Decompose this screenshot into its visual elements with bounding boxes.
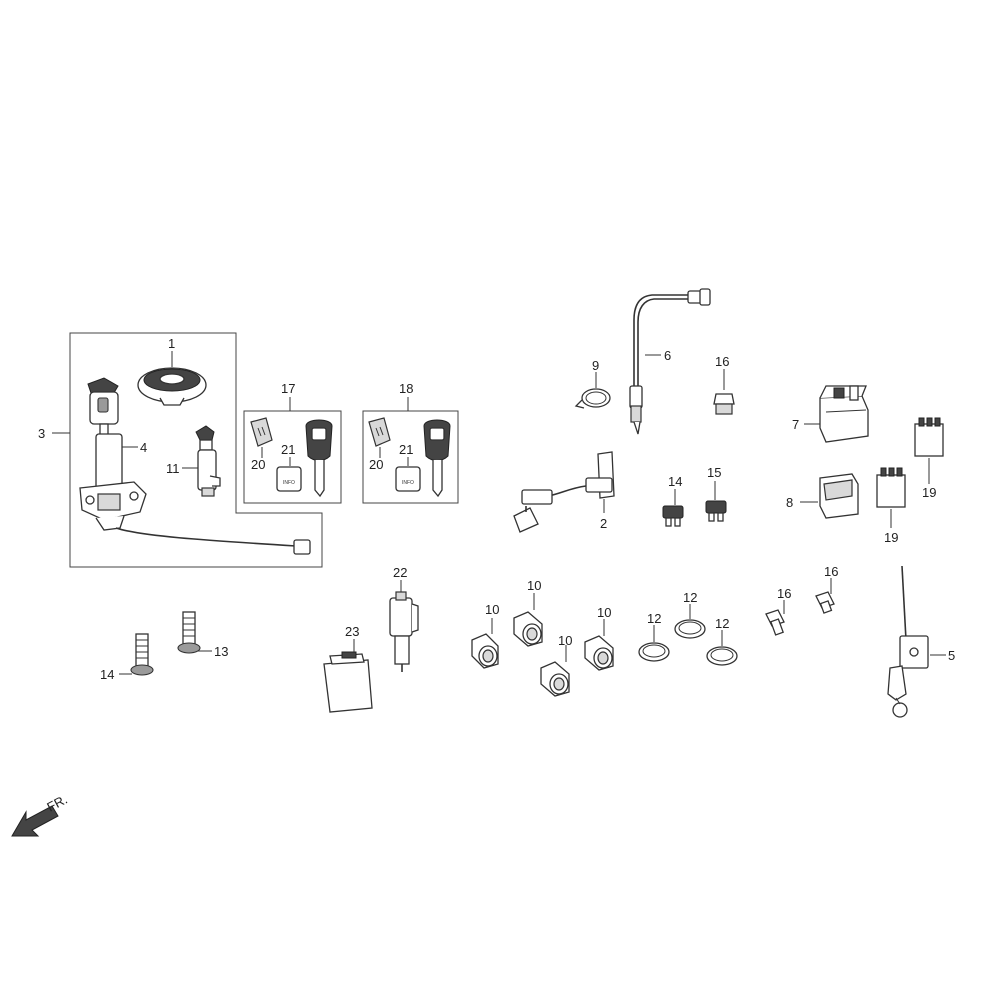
- screw-13-a: [130, 633, 154, 676]
- relay-a: [914, 417, 944, 457]
- damper-10-b: [513, 611, 543, 647]
- callout-2: 2: [600, 516, 607, 531]
- damper-10-a: [471, 633, 499, 669]
- sensor-cable: [629, 288, 711, 435]
- callout-21-a: 21: [281, 442, 295, 457]
- key-card-18: [368, 417, 391, 447]
- callout-19-a: 19: [922, 485, 936, 500]
- code-tag-18: INFO: [395, 466, 421, 492]
- callout-9: 9: [592, 358, 599, 373]
- bolt-16-a: [765, 609, 785, 636]
- callout-10-c: 10: [558, 633, 572, 648]
- callout-7: 7: [792, 417, 799, 432]
- front-arrow-icon: [11, 805, 59, 837]
- key-card-17: [250, 417, 273, 447]
- callout-14-b: 15: [707, 465, 721, 480]
- callout-10-a: 10: [485, 602, 499, 617]
- connector-22: [389, 591, 419, 672]
- callout-5: 5: [948, 648, 955, 663]
- code-tag-17: INFO: [276, 466, 302, 492]
- starter-relay: [819, 385, 869, 443]
- callout-13-a: 14: [100, 667, 114, 682]
- damper-10-c: [540, 661, 570, 697]
- hose-clamp: [574, 388, 611, 409]
- ring-12-b: [674, 619, 706, 639]
- relay-cover: [819, 473, 859, 519]
- key-17: [305, 419, 333, 498]
- seat-lock-cylinder: [195, 425, 221, 497]
- key-set-box-17: [243, 410, 342, 504]
- fuel-cap-lock: [137, 367, 207, 406]
- callout-15: 16: [715, 354, 729, 369]
- callout-17: 17: [281, 381, 295, 396]
- bolt-16-b: [815, 591, 835, 614]
- screw-13-b: [177, 611, 201, 654]
- callout-16-b-label: 16: [824, 564, 838, 579]
- callout-10-b: 10: [527, 578, 541, 593]
- callout-8: 8: [786, 495, 793, 510]
- ring-12-c: [706, 646, 738, 666]
- callout-6: 6: [664, 348, 671, 363]
- ring-12-a: [638, 642, 670, 662]
- callout-4: 4: [140, 440, 147, 455]
- harness-sub-lead: [513, 451, 615, 533]
- ignition-switch: [79, 377, 311, 555]
- callout-19-b: 19: [884, 530, 898, 545]
- callout-12-b: 12: [683, 590, 697, 605]
- callout-12-a: 12: [647, 611, 661, 626]
- callout-16-a: 16: [777, 586, 791, 601]
- callout-18: 18: [399, 381, 413, 396]
- relay-b: [876, 467, 906, 508]
- fuse-b: [705, 500, 727, 522]
- callout-14-a: 14: [668, 474, 682, 489]
- callout-1: 1: [168, 336, 175, 351]
- key-set-box-18: [362, 410, 459, 504]
- svg-text:INFO: INFO: [283, 480, 295, 486]
- callout-22: 22: [393, 565, 407, 580]
- relay-bracket-23: [323, 651, 373, 713]
- key-18: [423, 419, 451, 498]
- callout-13-b: 13: [214, 644, 228, 659]
- fuse-a: [662, 505, 684, 527]
- callout-3: 3: [38, 426, 45, 441]
- callout-20-a: 20: [251, 457, 265, 472]
- damper-10-d: [584, 635, 614, 671]
- callout-11: 11: [166, 461, 180, 476]
- svg-text:INFO: INFO: [402, 480, 414, 486]
- callout-23: 23: [345, 624, 359, 639]
- callout-10-d: 10: [597, 605, 611, 620]
- tilt-sensor: [887, 565, 929, 718]
- rubber-cap: [713, 393, 735, 415]
- callout-12-c: 12: [715, 616, 729, 631]
- callout-21-b: 21: [399, 442, 413, 457]
- callout-20-b: 20: [369, 457, 383, 472]
- lock-set-group-box: [69, 332, 323, 568]
- front-direction-marker: FR.: [11, 792, 70, 837]
